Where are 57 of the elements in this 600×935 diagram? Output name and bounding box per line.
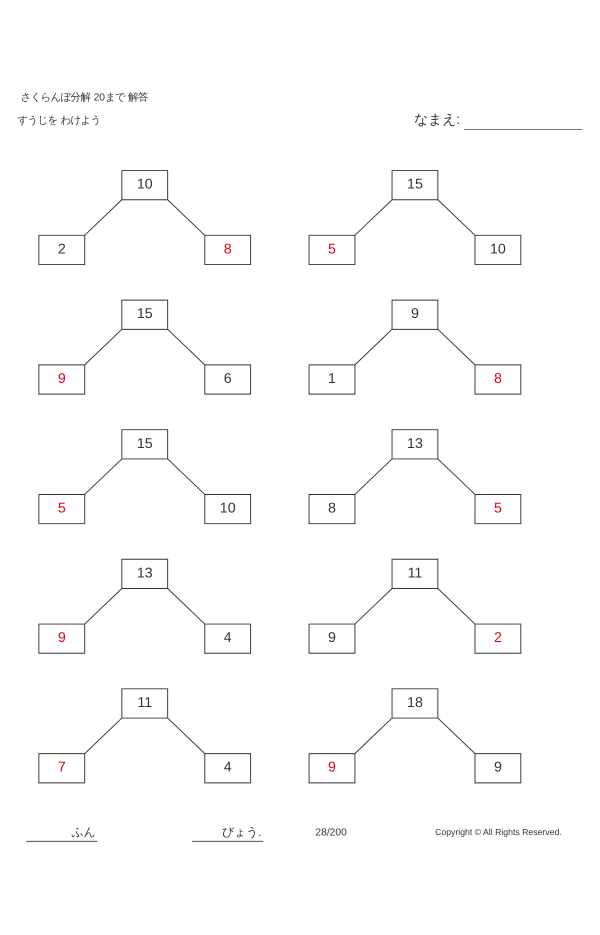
- connector: [354, 458, 393, 494]
- label: 28/200: [315, 826, 347, 838]
- node-box: 15: [121, 299, 168, 330]
- connector: [354, 717, 393, 754]
- node-box: 2: [38, 234, 86, 265]
- label: ふん: [71, 824, 96, 838]
- node-box: 9: [308, 623, 356, 654]
- node-box: 4: [204, 623, 252, 654]
- node-box: 5: [38, 493, 86, 524]
- connector: [437, 717, 476, 754]
- node-box: 4: [204, 752, 252, 783]
- connector: [167, 588, 206, 624]
- connector: [84, 588, 122, 624]
- node-box: 18: [392, 688, 438, 718]
- label: すうじを わけよう: [18, 114, 100, 126]
- connector: [167, 198, 206, 236]
- connector: [354, 198, 393, 236]
- connector: [437, 328, 476, 365]
- node-box: 13: [121, 558, 168, 588]
- connector: [84, 458, 122, 494]
- node-box: 9: [392, 299, 438, 330]
- connector: [437, 458, 476, 494]
- node-box: 10: [474, 234, 522, 265]
- label: Copyright © All Rights Reserved.: [435, 826, 562, 836]
- connector: [84, 198, 122, 236]
- node-box: 7: [38, 752, 86, 783]
- connector: [437, 198, 476, 236]
- node-box: 2: [474, 623, 522, 654]
- connector: [167, 458, 206, 494]
- connector: [84, 328, 122, 365]
- diagram-title: さくらんぼ分解 20まで 解答: [20, 92, 148, 104]
- node-box: 8: [308, 493, 356, 524]
- connector: [84, 717, 122, 754]
- node-box: 13: [392, 428, 438, 459]
- node-box: 15: [392, 170, 438, 200]
- node-box: 8: [474, 364, 522, 394]
- label: びょう.: [222, 824, 262, 838]
- node-box: 9: [38, 623, 86, 654]
- node-box: 9: [308, 752, 356, 783]
- connector: [167, 717, 206, 754]
- node-box: 9: [38, 364, 86, 394]
- connector: [437, 588, 476, 624]
- node-box: 11: [121, 688, 168, 718]
- connector: [354, 588, 393, 624]
- node-box: 5: [308, 234, 356, 265]
- node-box: 5: [474, 493, 522, 524]
- node-box: 6: [204, 364, 252, 394]
- connector: [354, 328, 393, 365]
- node-box: 15: [121, 428, 168, 459]
- connector: [167, 328, 206, 365]
- label: なまえ:: [414, 112, 460, 128]
- node-box: 11: [392, 558, 438, 588]
- node-box: 10: [121, 170, 168, 200]
- node-box: 9: [474, 752, 522, 783]
- node-box: 8: [204, 234, 252, 265]
- node-box: 1: [308, 364, 356, 394]
- node-box: 10: [204, 493, 252, 524]
